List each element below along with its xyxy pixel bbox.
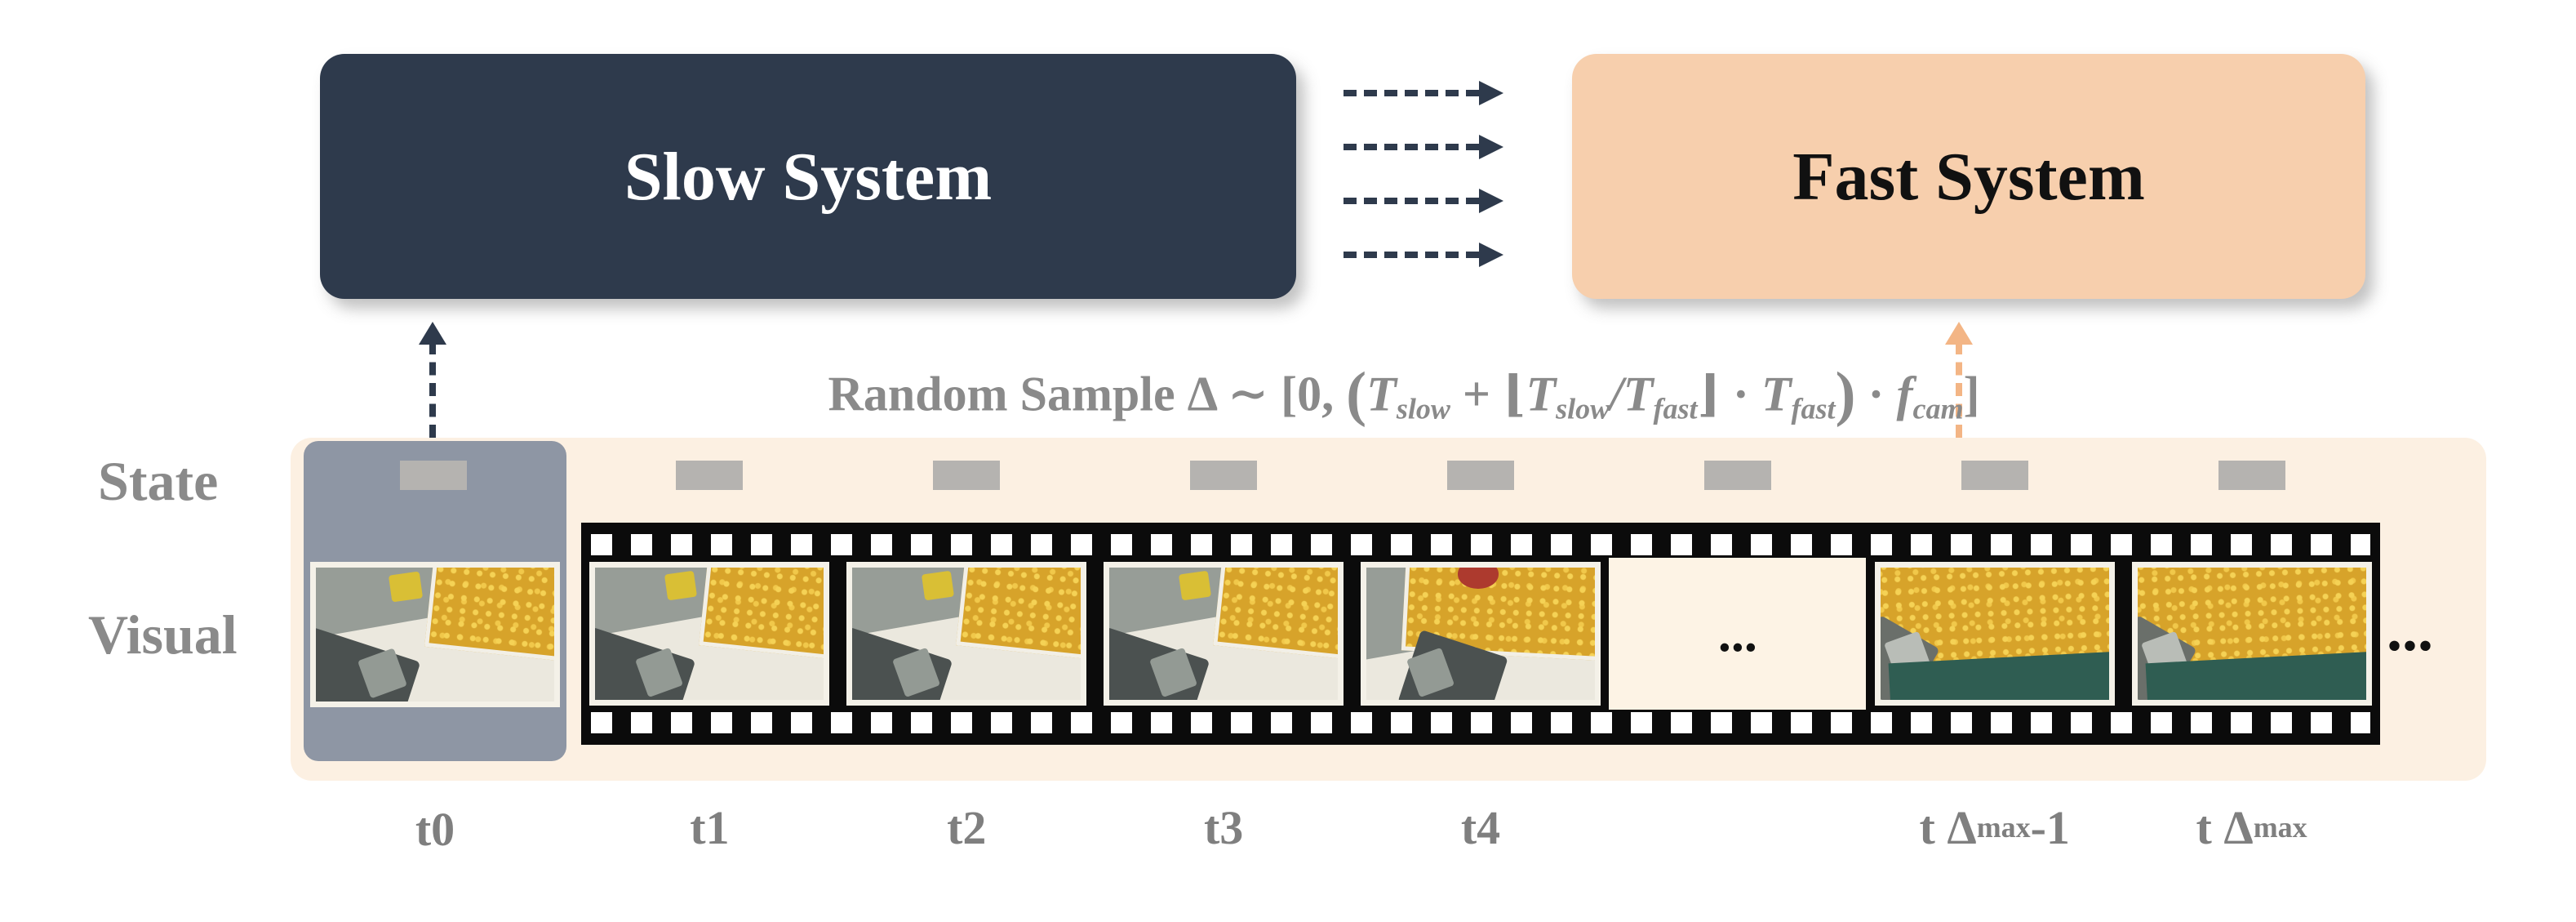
formula-segment: · [1720,367,1761,421]
formula-segment: ( [1346,360,1367,428]
trailing-ellipsis: ... [2387,595,2433,664]
formula-segment: ] [1963,367,1980,421]
formula: Random Sample Δ ∼ [0, (Tslow + ⌊Tslow/Tf… [490,359,2318,430]
state-token [1446,461,1514,490]
formula-segment: slow [1396,392,1450,425]
formula-segment: slow [1556,392,1610,425]
robot-photo-scene [316,568,554,702]
corn-layer [699,568,824,660]
film-frame-cell [1866,557,2123,710]
film-frame [1874,562,2115,706]
frame-label: t1 [581,799,838,856]
formula-segment: T [1366,367,1397,421]
frame-label-main: t3 [1203,800,1244,854]
frame-label-sub: max [1976,811,2031,844]
state-row-label: State [98,450,219,512]
robot-photo-scene [595,568,824,700]
fast-system-box: Fast System [1572,54,2365,299]
frame-label-main: t Δ [1919,800,1977,854]
state-token-cell [581,461,838,490]
formula-segment: ⌊ [1503,367,1526,421]
film-frame [846,562,1087,706]
frame-label-main: t Δ [2196,800,2254,854]
film-frame-cell [2123,557,2380,710]
formula-segment: + [1450,367,1503,421]
robot-photo-scene [852,568,1081,700]
film-frame-cell [581,557,838,710]
slow-system-label: Slow System [624,138,993,215]
formula-segment: Random Sample Δ ∼ [0, [828,367,1347,421]
state-token-cell [838,461,1095,490]
fast-system-label: Fast System [1792,138,2145,215]
formula-segment: / [1610,367,1623,421]
film-frame-cell [1352,557,1610,710]
cup-layer [664,571,698,602]
film-frame [589,562,830,706]
state-token [933,461,1001,490]
frame-label-main: t4 [1460,800,1501,854]
state-token-cell [1609,461,1866,490]
formula-segment: cam [1912,392,1964,425]
frame-label-main: t1 [690,800,730,854]
frame-label: t3 [1095,799,1352,856]
state-token [1190,461,1258,490]
state-token-cell [1095,461,1352,490]
state-tokens-row [581,461,2380,490]
formula-segment: fast [1791,392,1836,425]
state-token [1961,461,2028,490]
robot-photo-scene [1366,568,1595,700]
corn-layer [424,568,554,661]
t0-photo-frame [310,562,560,707]
cup-layer [388,571,423,602]
state-token-cell [2123,461,2380,490]
cup-layer [1178,571,1212,602]
cup-layer [921,571,955,602]
t0-state-token [400,461,467,490]
frame-label-main: t0 [415,803,455,856]
frame-label-suffix: -1 [2030,800,2070,854]
film-frames-row: ... [581,557,2380,710]
state-token-cell [1866,461,2123,490]
frame-label [1609,799,1866,856]
robot-photo-scene [1880,568,2109,700]
robot-photo-scene [1109,568,1339,700]
film-frame [1360,562,1601,706]
frame-label: t2 [838,799,1095,856]
formula-segment: f [1896,367,1913,421]
film-frame [2131,562,2372,706]
corn-layer [1213,568,1339,660]
t0-label: t0 [304,802,566,857]
film-frame-cell [1095,557,1352,710]
film-frame-cell [838,557,1095,710]
state-token [676,461,744,490]
robot-photo-scene [2137,568,2366,700]
state-token [1703,461,1771,490]
film-frame-cell: ... [1609,557,1867,710]
film-frame [1104,562,1344,706]
formula-segment: T [1623,367,1654,421]
formula-segment: ⌋ [1697,367,1721,421]
formula-segment: ) [1835,360,1856,428]
visual-row-label: Visual [88,604,238,666]
formula-segment: T [1761,367,1792,421]
formula-segment: fast [1653,392,1698,425]
state-token-cell [1352,461,1610,490]
formula-segment: · [1855,367,1897,421]
film-gap-ellipsis: ... [1609,558,1867,710]
frame-label-sub: max [2253,811,2307,844]
formula-segment: T [1526,367,1557,421]
frame-label-main: t2 [947,800,987,854]
slow-system-box: Slow System [320,54,1296,299]
corn-layer [956,568,1081,660]
frame-label: t4 [1352,799,1610,856]
state-token [2218,461,2285,490]
